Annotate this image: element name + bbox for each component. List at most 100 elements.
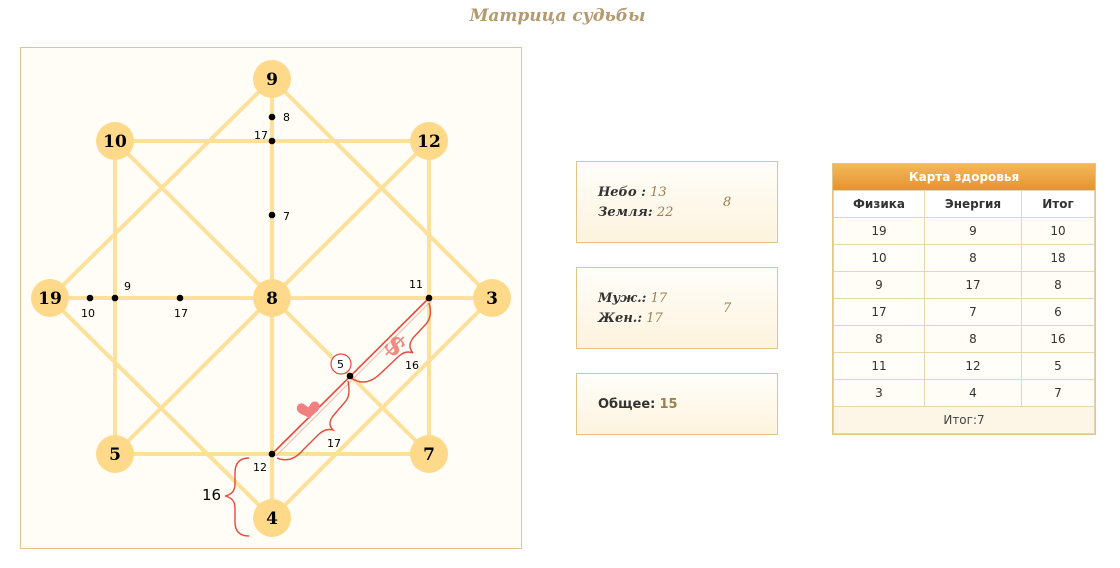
table-row: 9 17 8: [833, 271, 1095, 299]
common-label: Общее:: [598, 397, 656, 412]
node-top-right-label: 12: [417, 132, 441, 152]
common-box: Общее: 15: [576, 373, 778, 435]
sky-earth-box: Небо : 13 Земля: 22 8: [576, 161, 778, 243]
node-left-label: 19: [38, 289, 62, 309]
column-header: Физика: [833, 190, 925, 218]
health-map-table: Карта здоровья Физика Энергия Итог 19 9 …: [832, 163, 1096, 435]
common-value: 15: [659, 397, 678, 412]
table-row: 19 9 10: [833, 217, 1095, 245]
node-bottom: [253, 499, 291, 537]
table-cell: 9: [924, 217, 1022, 245]
table-cell: 18: [1021, 244, 1095, 272]
node-top: [253, 60, 291, 98]
point-right-inner-label: 11: [409, 278, 423, 291]
table-cell: 19: [833, 217, 925, 245]
node-labels: 9 10 12 19 8 3 5 7 4: [38, 70, 498, 529]
matrix-svg: $ 9 10 12 19 8 3 5 7 4: [31, 60, 511, 537]
point-top-upper: [268, 113, 276, 121]
matrix-nodes: [31, 60, 511, 537]
table-cell: 5: [1021, 352, 1095, 380]
node-center: [253, 279, 291, 317]
point-left-c-label: 17: [174, 307, 188, 320]
point-labels: 8 17 7 9 10 17 11 5 16 17 12 16: [81, 111, 423, 504]
node-right-label: 3: [486, 289, 498, 309]
male-female-box: Муж.: 17 Жен.: 17 7: [576, 267, 778, 349]
table-cell: 16: [1021, 325, 1095, 353]
health-map-header-row: Физика Энергия Итог: [833, 190, 1095, 218]
point-right-inner: [425, 294, 433, 302]
node-bottom-right-label: 7: [423, 445, 435, 465]
table-cell: 12: [924, 352, 1022, 380]
brace-lower: [276, 380, 350, 461]
matrix-points: [86, 113, 433, 458]
point-top-middle-label: 7: [283, 210, 290, 223]
table-cell: 17: [833, 298, 925, 326]
diag-lower-brace-label: 17: [327, 437, 341, 450]
health-map-grid: Физика Энергия Итог 19 9 10 10 8 18 9 17…: [833, 190, 1095, 434]
table-cell: 8: [1021, 271, 1095, 299]
table-cell: 4: [924, 379, 1022, 407]
sky-label: Небо :: [598, 185, 646, 200]
female-label: Жен.:: [598, 311, 643, 326]
node-bottom-right: [410, 435, 448, 473]
male-label: Муж.:: [598, 291, 647, 306]
table-cell: 10: [833, 244, 925, 272]
female-value: 17: [646, 311, 663, 326]
male-female-result: 7: [723, 301, 732, 316]
node-bottom-label: 4: [266, 509, 278, 529]
table-cell: 7: [1021, 379, 1095, 407]
column-header: Итог: [1021, 190, 1095, 218]
point-diagonal-middle: [346, 372, 354, 380]
node-top-left: [96, 122, 134, 160]
circle-marker: [330, 353, 352, 375]
point-left-c: [176, 294, 184, 302]
table-cell: 17: [924, 271, 1022, 299]
table-row: 17 7 6: [833, 298, 1095, 326]
total-cell: Итог:7: [833, 406, 1095, 434]
table-row: 10 8 18: [833, 244, 1095, 272]
diag-upper-brace-label: 16: [405, 359, 419, 372]
point-left-b-label: 10: [81, 307, 95, 320]
node-right: [473, 279, 511, 317]
brace-upper: [350, 302, 432, 383]
earth-value: 22: [656, 205, 674, 220]
bottom-brace-label: 16: [202, 486, 221, 504]
node-top-left-label: 10: [103, 132, 127, 152]
table-row: 3 4 7: [833, 379, 1095, 407]
table-cell: 8: [924, 325, 1022, 353]
point-top-middle: [268, 211, 276, 219]
total-row: Итог:7: [833, 406, 1095, 434]
table-cell: 10: [1021, 217, 1095, 245]
table-cell: 3: [833, 379, 925, 407]
table-cell: 8: [924, 244, 1022, 272]
page-title: Матрица судьбы: [469, 6, 646, 26]
point-top-lower-label: 17: [254, 129, 268, 142]
table-row: 11 12 5: [833, 352, 1095, 380]
earth-label: Земля:: [598, 205, 653, 220]
table-cell: 8: [833, 325, 925, 353]
point-top-lower: [268, 137, 276, 145]
point-top-upper-label: 8: [283, 111, 290, 124]
table-row: 8 8 16: [833, 325, 1095, 353]
point-left-b: [86, 294, 94, 302]
health-map-title: Карта здоровья: [833, 164, 1095, 190]
point-bottom-inner-label: 12: [253, 461, 267, 474]
point-bottom-inner: [268, 450, 276, 458]
column-header: Энергия: [924, 190, 1022, 218]
node-center-label: 8: [266, 289, 278, 309]
table-cell: 9: [833, 271, 925, 299]
node-top-right: [410, 122, 448, 160]
love-heart-icon: [296, 401, 320, 419]
node-top-label: 9: [266, 70, 278, 90]
table-cell: 7: [924, 298, 1022, 326]
love-money-line-shadow: [275, 299, 433, 457]
circle-value-label: 5: [337, 358, 344, 371]
table-cell: 6: [1021, 298, 1095, 326]
sky-earth-result: 8: [723, 195, 732, 210]
point-left-a-label: 9: [124, 280, 131, 293]
destiny-matrix-diagram: $ 9 10 12 19 8 3 5 7 4: [20, 47, 522, 549]
node-bottom-left: [96, 435, 134, 473]
node-bottom-left-label: 5: [109, 445, 121, 465]
brace-left: [224, 457, 250, 537]
sky-value: 13: [650, 185, 667, 200]
